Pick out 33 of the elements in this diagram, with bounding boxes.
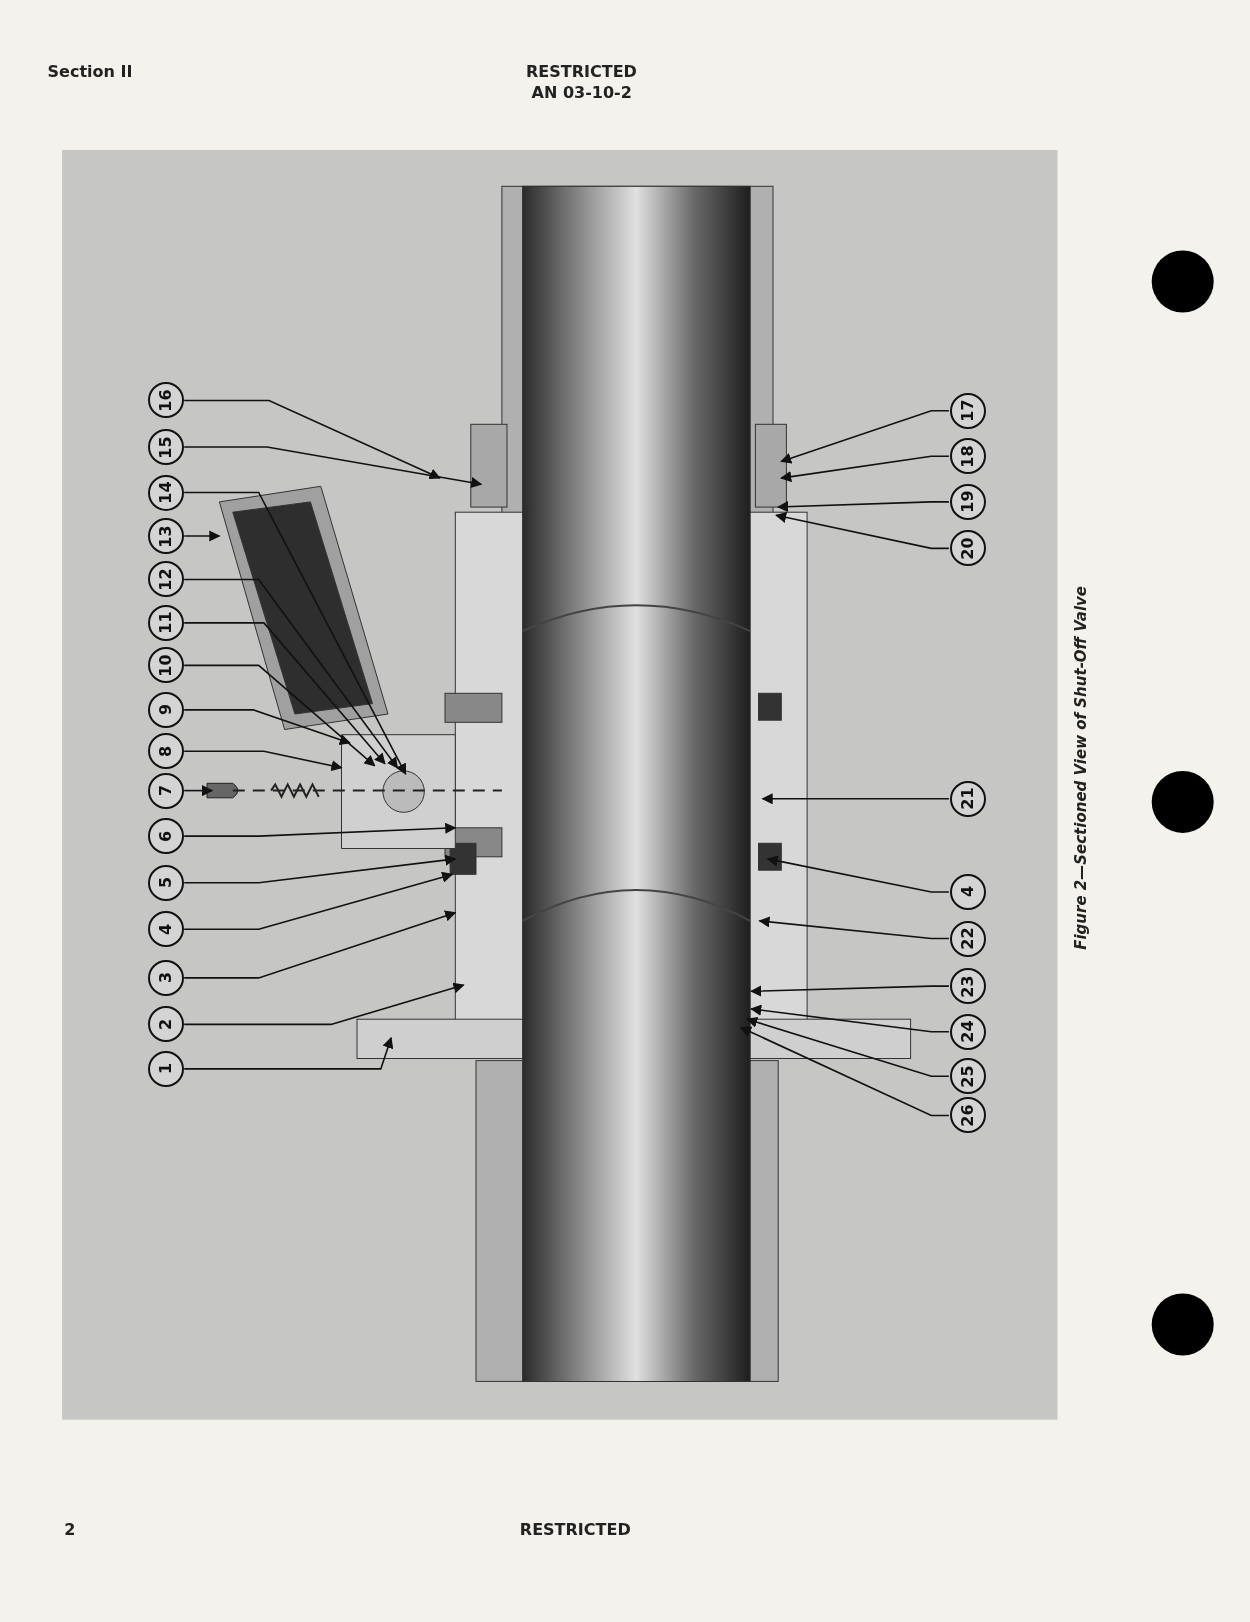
leader-line — [183, 446, 483, 489]
leader-line — [750, 985, 950, 997]
page-number: 2 — [64, 1520, 76, 1540]
leader-line — [183, 871, 454, 930]
document-number: AN 03-10-2 — [531, 82, 632, 102]
leader-line — [183, 709, 351, 745]
leader-line — [780, 410, 950, 464]
leader-line — [761, 793, 950, 805]
leader-line — [183, 530, 221, 542]
leader-line — [183, 1036, 394, 1070]
leader-line — [758, 916, 950, 940]
security-marking: RESTRICTED — [519, 1520, 631, 1540]
leader-line — [183, 664, 376, 767]
leader-line — [739, 1026, 950, 1117]
leader-line — [183, 578, 399, 769]
leader-line — [183, 910, 457, 979]
leader-line — [777, 501, 950, 513]
leader-line — [780, 455, 950, 483]
leader-line — [183, 622, 386, 765]
leader-line — [183, 822, 457, 837]
leader-line — [183, 491, 407, 775]
leader-line — [183, 982, 465, 1026]
leader-line — [183, 785, 214, 797]
section-heading: Section II — [47, 62, 133, 82]
security-marking: RESTRICTED — [526, 62, 637, 82]
leader-line — [183, 750, 343, 772]
leader-line — [183, 399, 441, 480]
leader-line — [746, 1016, 950, 1077]
leader-line — [775, 511, 950, 550]
figure-caption: Figure 2—Sectioned View of Shut-Off Valve — [1072, 585, 1091, 950]
leader-line — [766, 855, 950, 893]
leader-line — [750, 1004, 950, 1033]
leader-line — [183, 854, 457, 884]
